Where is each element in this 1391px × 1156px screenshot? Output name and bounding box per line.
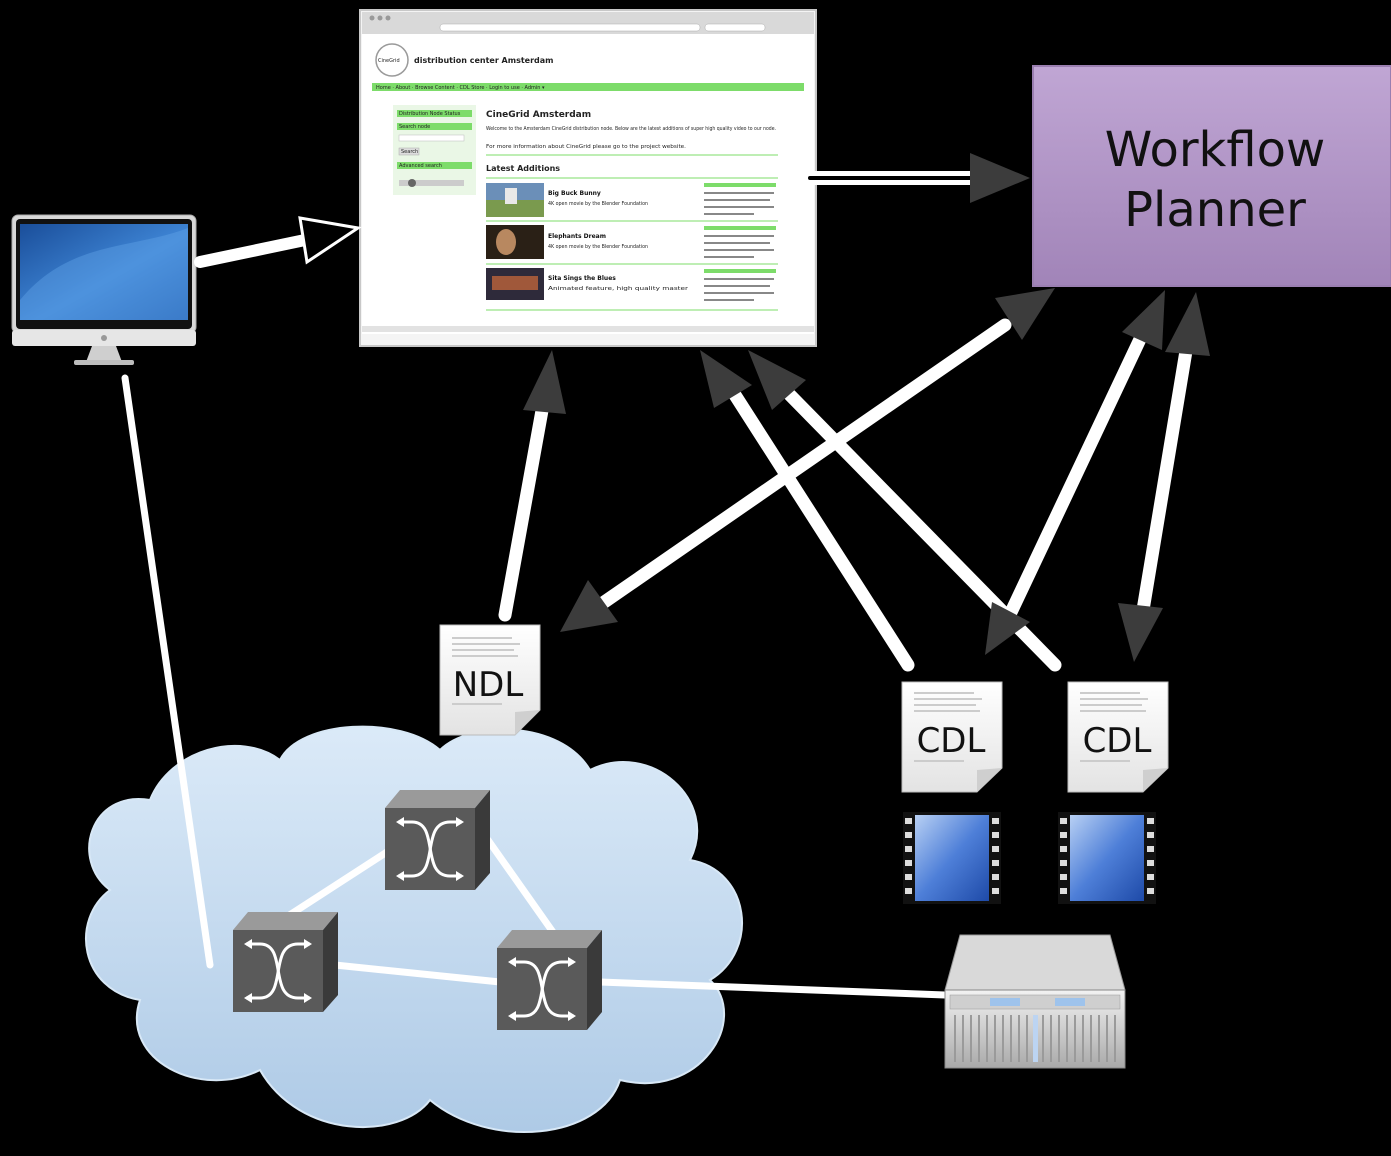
distribution-center-webpage: CineGrid distribution center Amsterdam H… [359,9,817,347]
link-switch-a-c [331,961,504,986]
arrow-planner-ndl [560,288,1055,632]
cinegrid-logo-text: CineGrid [378,58,400,64]
sidebar-item-status: Distribution Node Status [399,111,461,117]
network-links [121,374,949,999]
workflow-planner-box: Workflow Planner [1032,65,1391,287]
cdl-label-1: CDL [917,721,986,761]
webpage-heading: CineGrid Amsterdam [486,110,591,120]
cdl-document-icon-1: CDL [901,681,1003,793]
arrow-ndl-to-webpage [498,350,566,622]
latest-item-2: Elephants Dream 4K open movie by the Ble… [486,225,778,265]
site-nav-bar [372,83,804,91]
arrow-planner-cdl1 [985,290,1165,655]
latest-item-2-title: Elephants Dream [548,233,606,240]
latest-item-1: Big Buck Bunny 4K open movie by the Blen… [486,183,778,222]
arrow-cdl1-to-webpage [700,350,915,672]
latest-item-1-desc: 4K open movie by the Blender Foundation [548,201,648,207]
ndl-label: NDL [453,665,524,705]
webpage-intro: Welcome to the Amsterdam CineGrid distri… [486,126,776,132]
latest-item-2-desc: 4K open movie by the Blender Foundation [548,244,648,250]
sidebar-item-search-node: Search node [399,124,430,130]
workflow-planner-label-line2: Planner [1124,182,1306,238]
cinegrid-logo [375,43,409,77]
workflow-planner-label-line1: Workflow [1105,122,1325,178]
computer-icon [11,214,197,365]
film-icon-2 [1058,812,1156,904]
latest-item-3-title: Sita Sings the Blues [548,275,616,282]
sidebar-search-button: Search [401,149,418,155]
arrows [194,153,1210,672]
link-computer-to-switch [121,374,214,969]
arrow-computer-to-webpage [194,216,362,268]
site-sidebar: Distribution Node Status Search node Sea… [393,105,476,195]
latest-item-3: Sita Sings the Blues Animated feature, h… [486,268,778,311]
site-nav-text: Home · About · Browse Content · CDL Stor… [376,85,545,91]
arrow-webpage-to-planner [803,153,1030,203]
network-cloud [85,725,743,1134]
server-icon [944,934,1126,1069]
network-switch-icon-a [233,912,338,1012]
arrow-planner-cdl2 [1118,292,1210,662]
ndl-document-icon: NDL [439,624,541,736]
link-switch-b-c [484,836,559,939]
cdl-document-icon-2: CDL [1067,681,1169,793]
sidebar-item-advanced: Advanced search [399,163,442,169]
cdl-label-2: CDL [1083,721,1152,761]
webpage-info: For more information about CineGrid plea… [486,144,686,150]
network-switch-icon-c [497,930,602,1030]
site-title: distribution center Amsterdam [414,56,554,65]
latest-additions-heading: Latest Additions [486,164,560,173]
link-switch-to-server [596,978,949,999]
latest-item-3-desc: Animated feature, high quality master [548,286,689,292]
film-icon-1 [903,812,1001,904]
latest-item-1-title: Big Buck Bunny [548,190,601,197]
link-switch-a-b [281,846,394,922]
network-switch-icon-b [385,790,490,890]
